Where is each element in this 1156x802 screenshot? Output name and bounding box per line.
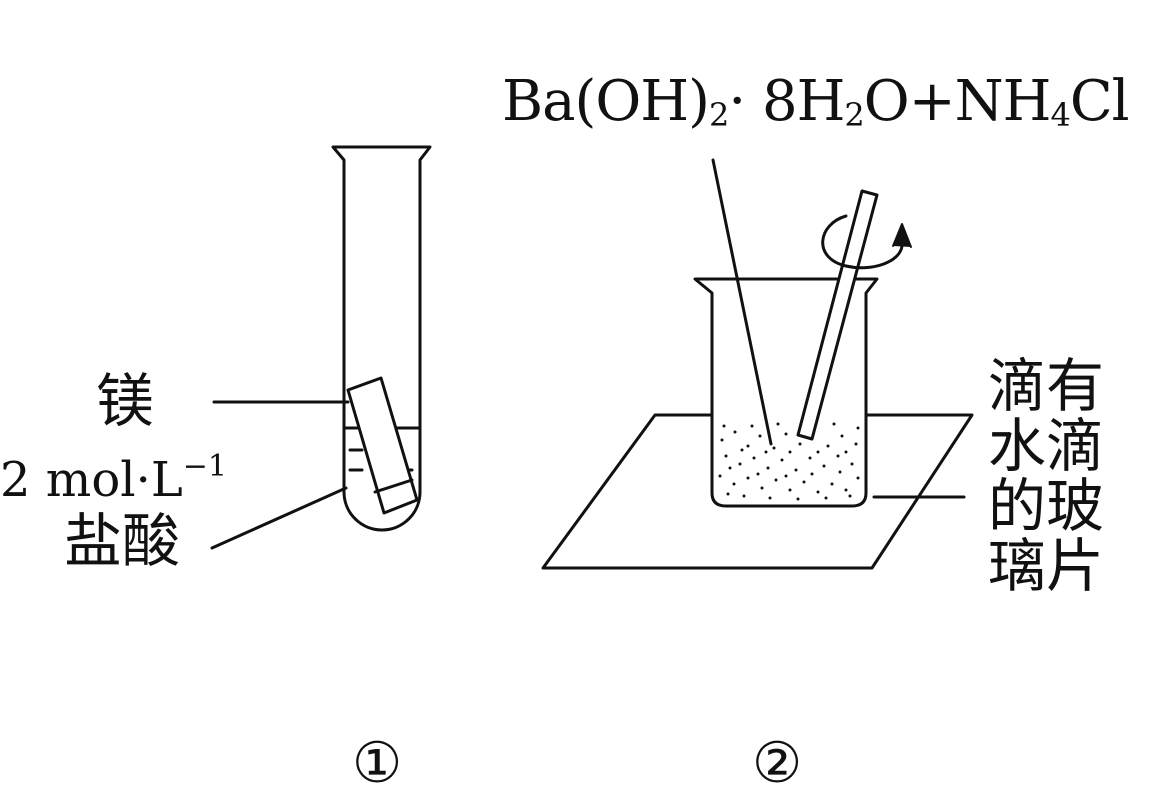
glass-label-line-1: 滴有 bbox=[988, 352, 1105, 420]
label-magnesium: 镁 bbox=[96, 367, 155, 435]
label-hydrochloric-acid: 盐酸 bbox=[64, 507, 181, 575]
formula-part-2: · 8H bbox=[728, 69, 845, 134]
concentration-unit: L bbox=[150, 452, 183, 508]
leader-line-formula bbox=[711, 158, 773, 446]
beaker bbox=[693, 277, 879, 508]
formula-sub-3: 4 bbox=[1050, 96, 1070, 134]
concentration-exponent: −1 bbox=[182, 449, 227, 484]
label-reactant-formula: Ba(OH)2· 8H2O+NH4Cl bbox=[502, 74, 1130, 134]
stirring-rotation-arrow bbox=[821, 214, 912, 270]
label-wet-glass-plate: 滴有 水滴 的玻 璃片 bbox=[988, 356, 1118, 596]
glass-label-line-2: 水滴 bbox=[988, 412, 1105, 480]
figure-number-2: ② bbox=[752, 731, 803, 796]
figure-number-1: ① bbox=[352, 731, 403, 796]
test-tube bbox=[331, 145, 432, 532]
glass-label-line-4: 璃片 bbox=[988, 532, 1105, 600]
magnesium-strip bbox=[346, 376, 419, 515]
leader-line-acid bbox=[210, 486, 348, 550]
formula-sub-2: 2 bbox=[844, 96, 864, 134]
formula-part-1: Ba(OH) bbox=[502, 69, 710, 134]
concentration-dot: · bbox=[135, 452, 151, 508]
formula-sub-1: 2 bbox=[708, 96, 729, 134]
concentration-value: 2 mol bbox=[0, 452, 136, 508]
formula-part-4: Cl bbox=[1069, 69, 1130, 134]
glass-stirring-rod bbox=[796, 189, 879, 441]
glass-label-line-3: 的玻 bbox=[988, 472, 1105, 540]
powder-mixture bbox=[718, 422, 860, 501]
label-concentration: 2 mol·L−1 bbox=[0, 449, 227, 505]
formula-part-3: O+NH bbox=[863, 69, 1052, 134]
